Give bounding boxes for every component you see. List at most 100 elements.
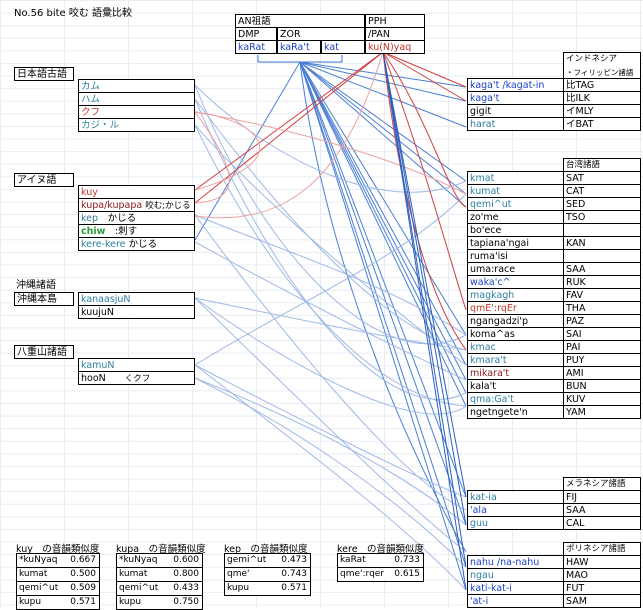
ainu-word-kep: kep かじる bbox=[78, 211, 195, 225]
an-bracket bbox=[257, 55, 343, 63]
right-word-1-5: tapiana'ngai bbox=[467, 236, 564, 250]
sim-word: *kuNyaq bbox=[19, 555, 58, 565]
right-code-1-11: PAZ bbox=[563, 314, 641, 328]
pan-label: /PAN bbox=[365, 27, 425, 41]
sim-word: kupu bbox=[227, 583, 250, 593]
right-word-1-15: mikara't bbox=[467, 366, 564, 380]
sim-score: 0.800 bbox=[173, 569, 199, 579]
right-word-1-1: kumat bbox=[467, 184, 564, 198]
ainu-word-kupa: kupa/kupapa 咬む;かじる bbox=[78, 198, 195, 212]
sim-row: qemi^ut 0.509 bbox=[17, 581, 99, 595]
sim-row: kupu 0.571 bbox=[17, 595, 99, 609]
right-group-label-0: インドネシア・フィリッピン諸語 bbox=[563, 52, 641, 79]
right-word-1-6: ruma'isi bbox=[467, 249, 564, 263]
right-code-2-2: CAL bbox=[563, 516, 641, 530]
sim-score: 0.473 bbox=[281, 555, 307, 565]
sim-score: 0.750 bbox=[173, 597, 199, 607]
right-code-3-1: MAO bbox=[563, 568, 641, 582]
sim-word: kaRat bbox=[340, 555, 366, 565]
sim-word: qemi^ut bbox=[19, 583, 59, 593]
sim-score: 0.433 bbox=[173, 583, 199, 593]
sim-score: 0.571 bbox=[281, 583, 307, 593]
right-code-1-2: SED bbox=[563, 197, 641, 211]
oki-word-kanaasjun: kanaasjuN bbox=[78, 292, 195, 306]
right-word-1-13: kmac bbox=[467, 340, 564, 354]
right-word-1-2: qemi^ut bbox=[467, 197, 564, 211]
right-word-1-14: kmara't bbox=[467, 353, 564, 367]
sim-word: kupu bbox=[19, 597, 42, 607]
right-code-1-6 bbox=[563, 249, 641, 263]
sim-row: qemi^ut 0.433 bbox=[117, 581, 202, 595]
sim-word: kumat bbox=[119, 569, 148, 579]
sim-row: *kuNyaq 0.667 bbox=[17, 554, 99, 567]
right-code-0-0: 比TAG bbox=[563, 78, 641, 92]
sim-score: 0.509 bbox=[70, 583, 96, 593]
sim-row: *kuNyaq 0.600 bbox=[117, 554, 202, 567]
jp-word-kufu: クフ bbox=[78, 105, 195, 119]
group-label-japanese: 日本語古語 bbox=[14, 67, 74, 81]
sim-row: kupu 0.750 bbox=[117, 595, 202, 609]
an-word-kunyaq: ku(N)yaq bbox=[365, 40, 425, 54]
right-group-label-0-line1: インドネシア bbox=[566, 54, 618, 64]
right-word-3-0: nahu /na-nahu bbox=[467, 555, 564, 569]
sim-word: *kuNyaq bbox=[119, 555, 158, 565]
pph-label: PPH bbox=[365, 14, 425, 28]
right-code-1-9: FAV bbox=[563, 288, 641, 302]
sim-row: qme'0.743 bbox=[225, 567, 310, 581]
sim-title-0: kuy の音韻類似度 bbox=[16, 544, 100, 555]
right-word-2-2: guu bbox=[467, 516, 564, 530]
right-code-3-0: HAW bbox=[563, 555, 641, 569]
right-word-1-11: ngangadzi'p bbox=[467, 314, 564, 328]
right-code-0-2: イMLY bbox=[563, 104, 641, 118]
sim-score: 0.615 bbox=[394, 569, 420, 579]
right-word-3-3: 'at-i bbox=[467, 594, 564, 608]
right-group-label-1: 台湾諸語 bbox=[563, 158, 641, 172]
yae-word-kamun: kamuN bbox=[78, 358, 195, 372]
sim-score: 0.600 bbox=[173, 555, 199, 565]
right-code-1-10: THA bbox=[563, 301, 641, 315]
right-word-1-16: kala't bbox=[467, 379, 564, 393]
right-word-0-0: kaga't /kagat-in bbox=[467, 78, 564, 92]
right-word-0-1: kaga't bbox=[467, 91, 564, 105]
sim-table-1: *kuNyaq 0.600 kumat 0.800 qemi^ut 0.433 kupu 0.… bbox=[116, 553, 203, 610]
an-word-karat: kaRat bbox=[235, 40, 277, 54]
sim-row: qme':rqer 0.615 bbox=[338, 567, 423, 581]
sim-table-2: gemi^ut 0.473 qme'0.743 kupu 0.571 bbox=[224, 553, 311, 596]
right-code-2-1: SAA bbox=[563, 503, 641, 517]
right-code-1-18: YAM bbox=[563, 405, 641, 419]
right-code-0-1: 比ILK bbox=[563, 91, 641, 105]
right-code-0-3: イBAT bbox=[563, 117, 641, 131]
right-code-1-16: BUN bbox=[563, 379, 641, 393]
right-code-1-13: PAI bbox=[563, 340, 641, 354]
right-code-1-0: SAT bbox=[563, 171, 641, 185]
sim-word: kupu bbox=[119, 597, 142, 607]
right-code-1-8: RUK bbox=[563, 275, 641, 289]
right-code-3-3: SAM bbox=[563, 594, 641, 608]
right-word-1-4: bo'ece bbox=[467, 223, 564, 237]
right-word-1-17: qma:Ga't bbox=[467, 392, 564, 406]
right-code-1-14: PUY bbox=[563, 353, 641, 367]
jp-word-kajiru: カジ・ル bbox=[78, 118, 195, 132]
ainu-word-chiw: chiw :刺す bbox=[78, 224, 195, 238]
right-code-1-17: KUV bbox=[563, 392, 641, 406]
sim-word: qme' bbox=[227, 569, 250, 579]
sim-score: 0.667 bbox=[70, 555, 96, 565]
sim-word: qme':rqer bbox=[340, 569, 385, 579]
sim-word: gemi^ut bbox=[227, 555, 267, 565]
right-word-1-7: uma:race bbox=[467, 262, 564, 276]
right-group-label-0-line2: ・フィリッピン諸語 bbox=[566, 68, 634, 77]
ainu-word-kere: kere-kere かじる bbox=[78, 237, 195, 251]
right-code-3-2: FUT bbox=[563, 581, 641, 595]
sim-score: 0.571 bbox=[70, 597, 96, 607]
right-code-1-12: SAI bbox=[563, 327, 641, 341]
sim-word: qemi^ut bbox=[119, 583, 159, 593]
right-code-1-3: TSO bbox=[563, 210, 641, 224]
jp-word-hamu: ハム bbox=[78, 92, 195, 106]
right-word-1-9: magkagh bbox=[467, 288, 564, 302]
an-word-karat-zor: kaRa't bbox=[277, 40, 321, 54]
right-word-1-10: qmE':rqEr bbox=[467, 301, 564, 315]
